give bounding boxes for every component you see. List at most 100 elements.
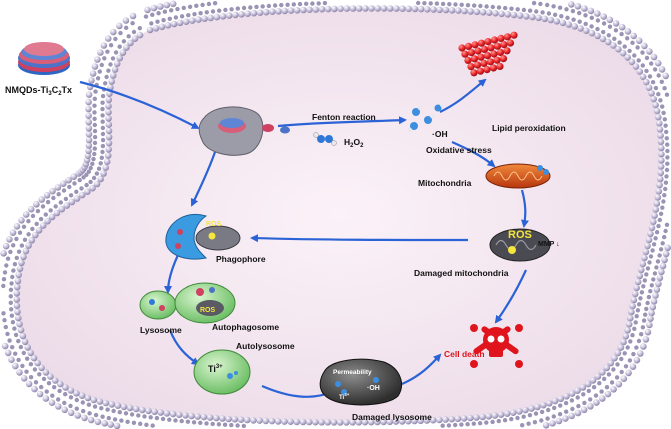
membrane-bead [274, 418, 282, 425]
membrane-bead [657, 175, 664, 183]
membrane-bead [50, 393, 55, 398]
membrane-bead [139, 406, 146, 414]
membrane-bead [56, 397, 61, 402]
membrane-bead [558, 403, 563, 408]
membrane-bead [664, 244, 671, 252]
membrane-bead [619, 356, 624, 362]
membrane-bead [169, 8, 174, 13]
membrane-bead [318, 419, 325, 426]
membrane-bead [617, 344, 625, 351]
membrane-bead [62, 392, 68, 397]
membrane-bead [198, 420, 203, 425]
arrow-to-lipid [439, 78, 487, 113]
arrow-to-lysosome [164, 254, 179, 294]
membrane-bead [195, 16, 202, 23]
membrane-bead [100, 137, 106, 143]
membrane-bead [61, 406, 68, 414]
autophagosome [174, 282, 236, 324]
membrane-bead [586, 388, 591, 394]
damaged-mitochondrion [489, 228, 551, 262]
oxidative-stress-label: Oxidative stress [426, 145, 492, 155]
membrane-bead [85, 125, 93, 132]
membrane-bead [106, 415, 112, 421]
membrane-bead [68, 395, 74, 400]
membrane-bead [216, 422, 222, 427]
membrane-bead [343, 419, 350, 426]
membrane-bead [97, 175, 104, 183]
membrane-bead [652, 67, 658, 72]
membrane-bead [44, 389, 49, 394]
membrane-bead [638, 266, 645, 274]
membrane-bead [10, 320, 16, 325]
membrane-bead [49, 187, 56, 195]
membrane-bead [663, 186, 668, 192]
membrane-bead [660, 104, 665, 109]
membrane-bead [287, 7, 295, 14]
membrane-bead [639, 73, 647, 81]
membrane-bead [593, 399, 600, 406]
membrane-bead [74, 397, 80, 403]
membrane-bead [25, 242, 32, 249]
membrane-bead [568, 390, 576, 397]
membrane-bead [100, 131, 106, 137]
membrane-bead [664, 222, 670, 227]
membrane-bead [655, 259, 661, 264]
membrane-bead [665, 148, 670, 154]
membrane-bead [22, 237, 28, 242]
membrane-bead [552, 12, 558, 17]
membrane-bead [158, 23, 166, 31]
membrane-bead [103, 81, 108, 86]
membrane-bead [601, 21, 607, 26]
membrane-bead [98, 161, 103, 166]
membrane-bead [521, 7, 527, 13]
membrane-bead [459, 2, 464, 7]
membrane-bead [126, 404, 134, 412]
membrane-bead [41, 376, 47, 382]
membrane-bead [266, 3, 272, 9]
membrane-bead [127, 39, 134, 47]
membrane-bead [640, 50, 645, 55]
membrane-bead [54, 184, 62, 191]
membrane-bead [14, 255, 19, 261]
membrane-bead [21, 350, 26, 356]
membrane-bead [630, 32, 637, 40]
membrane-bead [656, 120, 663, 127]
membrane-bead [557, 5, 563, 10]
skull-crossbones-icon [470, 324, 523, 368]
lipid-bead [464, 56, 472, 64]
membrane-bead [192, 12, 197, 17]
membrane-bead [179, 14, 185, 19]
membrane-bead [664, 136, 669, 141]
membrane-bead [206, 414, 214, 421]
membrane-bead [662, 72, 669, 80]
membrane-bead [84, 394, 92, 402]
membrane-bead [107, 421, 114, 428]
membrane-bead [520, 423, 525, 428]
membrane-bead [599, 35, 607, 43]
membrane-bead [125, 419, 130, 424]
membrane-bead [306, 6, 313, 13]
membrane-bead [639, 260, 647, 268]
membrane-bead [89, 70, 97, 77]
membrane-bead [38, 196, 45, 203]
membrane-bead [48, 213, 56, 221]
membrane-bead [662, 234, 667, 240]
membrane-bead [53, 209, 61, 217]
membrane-bead [99, 155, 105, 160]
membrane-bead [85, 147, 92, 155]
membrane-bead [74, 412, 82, 419]
membrane-bead [607, 359, 615, 367]
membrane-bead [478, 3, 483, 9]
membrane-bead [504, 11, 512, 18]
membrane-bead [589, 15, 594, 20]
membrane-bead [331, 5, 338, 13]
membrane-bead [60, 180, 67, 187]
membrane-bead [243, 416, 251, 424]
membrane-bead [145, 407, 152, 415]
membrane-bead [398, 418, 406, 425]
membrane-bead [622, 333, 630, 340]
membrane-bead [542, 422, 550, 429]
membrane-bead [85, 118, 92, 126]
membrane-bead [169, 0, 177, 8]
membrane-bead [642, 278, 647, 283]
